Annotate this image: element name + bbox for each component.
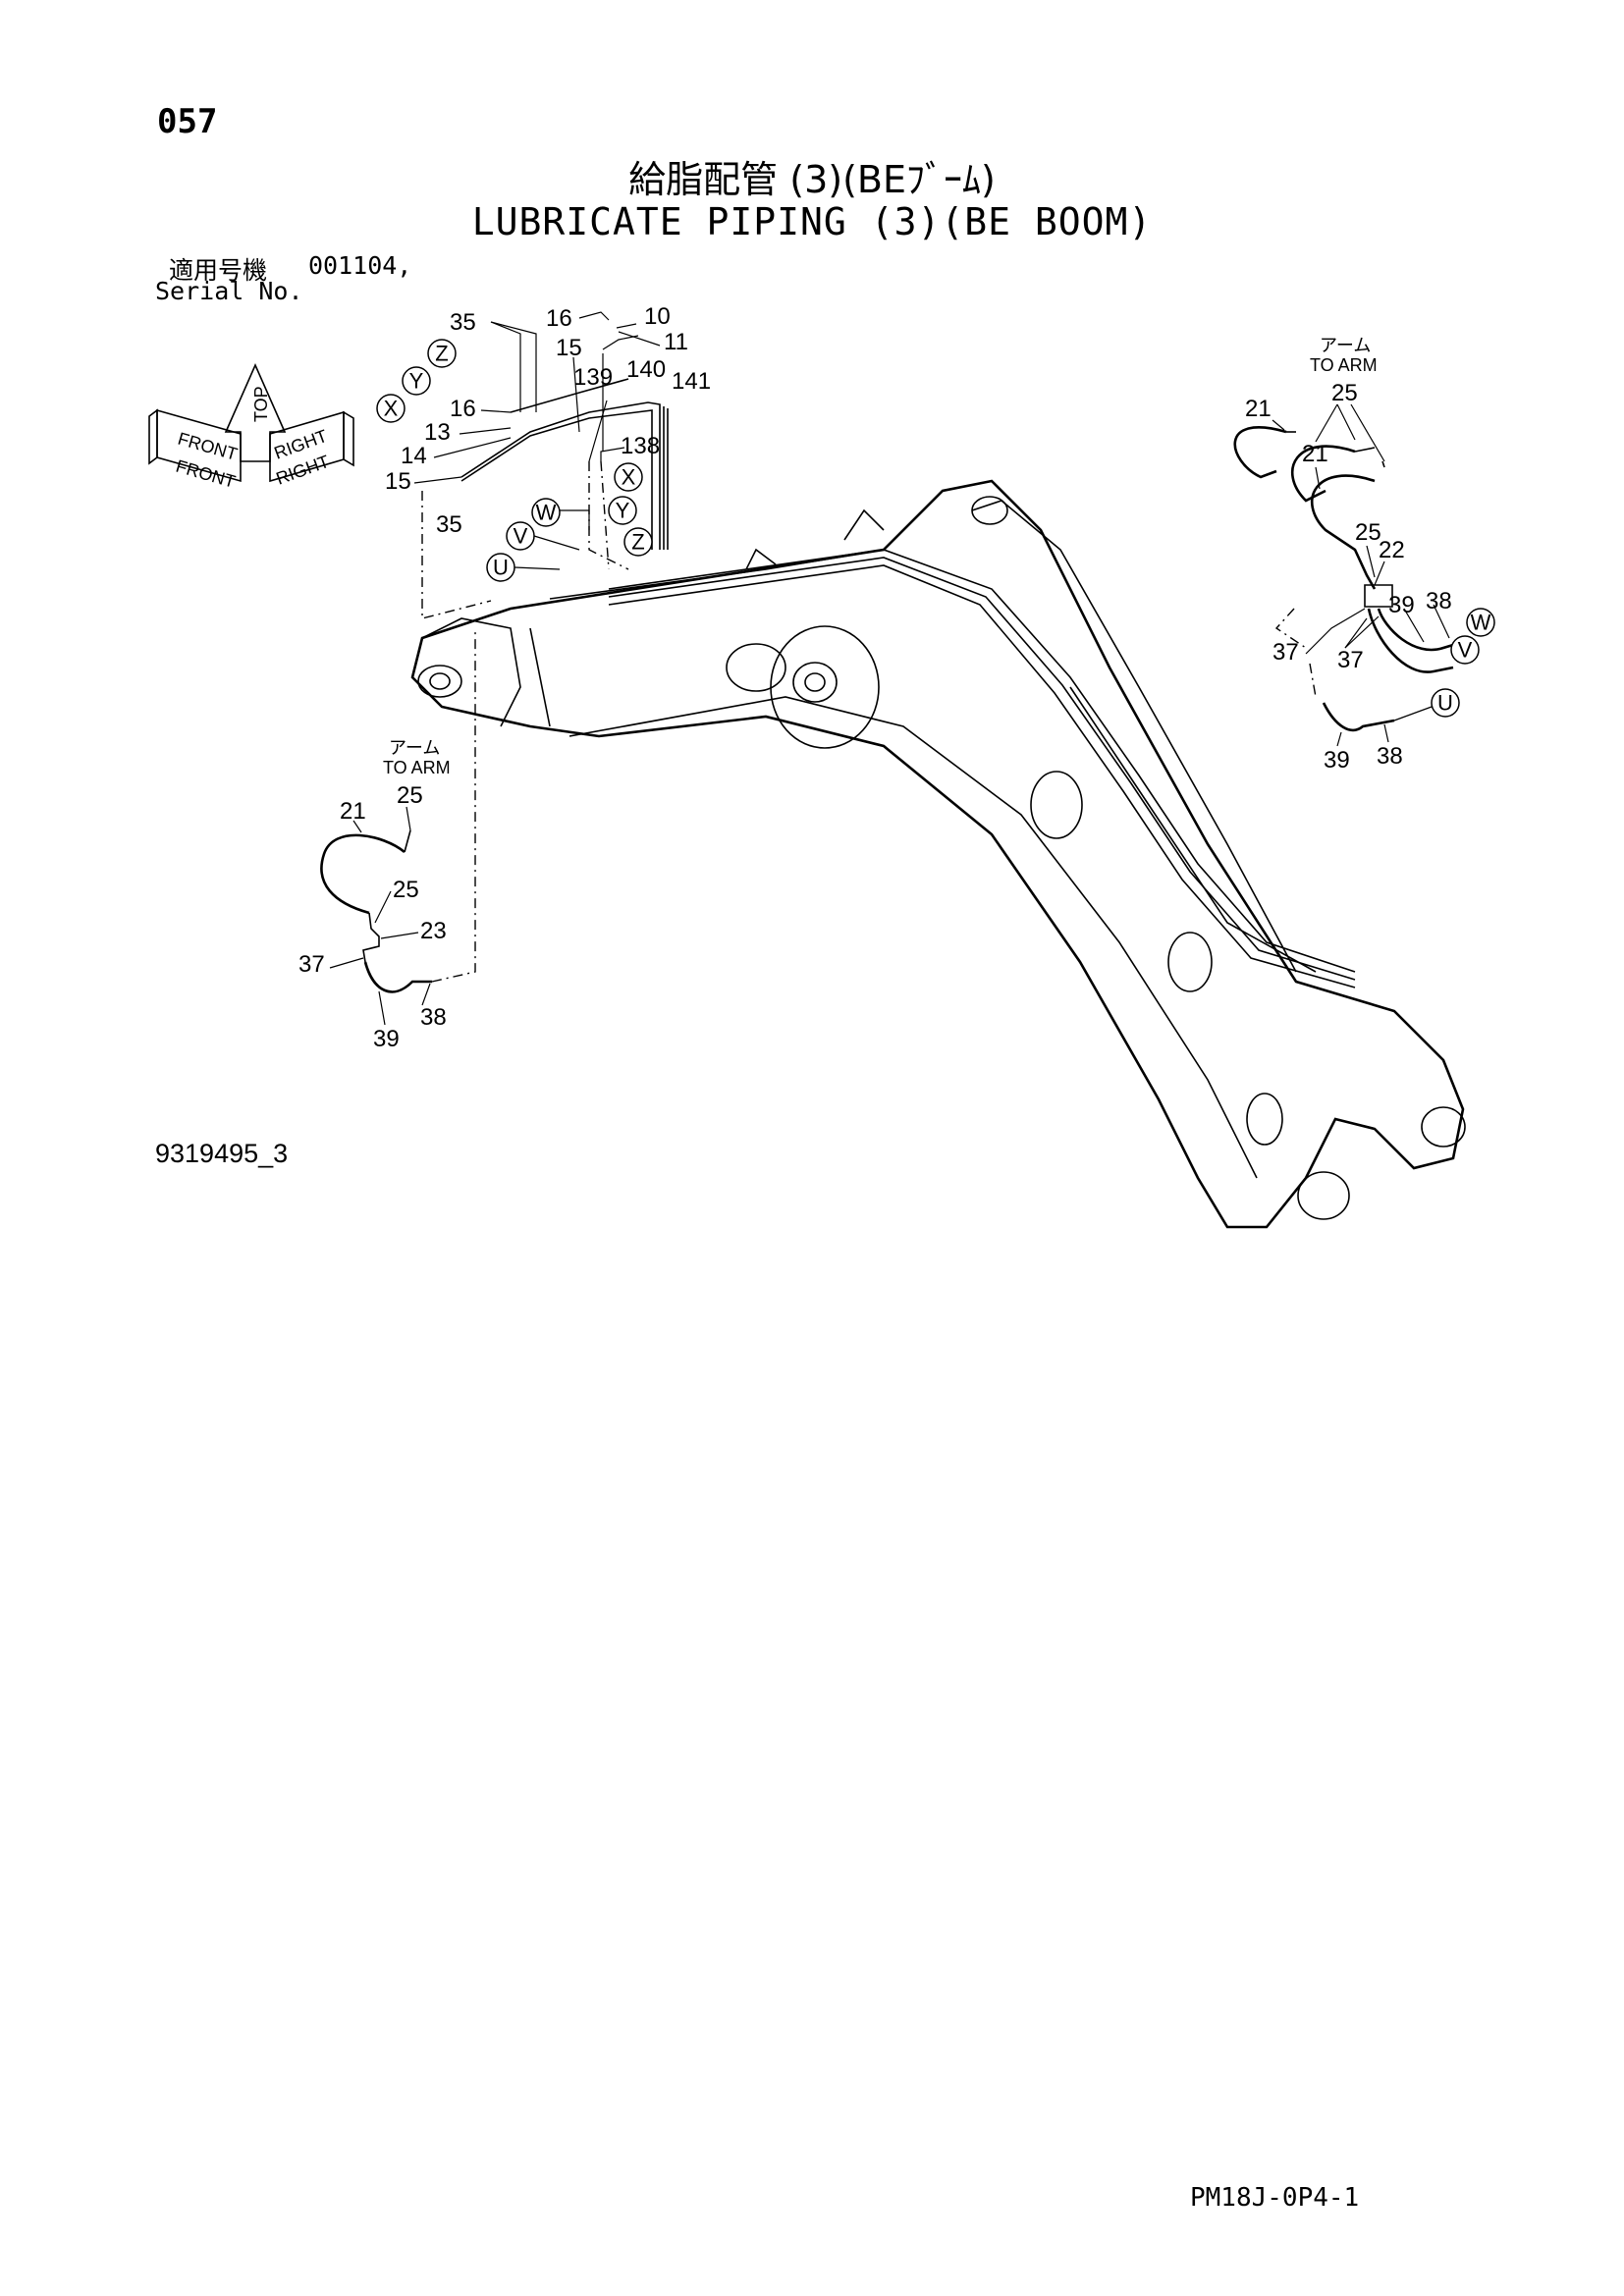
callout-label: 39 <box>1324 747 1350 774</box>
callout-label: 21 <box>1245 396 1272 422</box>
to-arm-english: TO ARM <box>1310 355 1378 375</box>
callout-label: 35 <box>436 511 462 538</box>
callout-label: 25 <box>1331 380 1358 406</box>
circle-letter: V <box>514 524 528 549</box>
circle-letter: V <box>1458 638 1473 663</box>
boom-drawing <box>410 479 1466 1229</box>
orientation-top-label: TOP <box>251 386 271 422</box>
callout-label: 35 <box>450 309 476 336</box>
callout-label: 21 <box>1302 441 1328 467</box>
sheet-code: PM18J-0P4-1 <box>1190 2183 1360 2213</box>
right-callout-cluster: アーム TO ARM 21 25 21 25 22 39 38 37 37 39… <box>1233 336 1464 774</box>
lube-piping-run <box>608 549 1356 988</box>
to-arm-english: TO ARM <box>383 758 451 777</box>
callout-label: 16 <box>546 305 572 332</box>
callout-label: 25 <box>397 782 423 809</box>
circle-letter: X <box>384 397 399 421</box>
callout-label: 23 <box>420 918 447 944</box>
callout-label: 38 <box>1377 743 1403 770</box>
circle-letter: W <box>1471 611 1491 635</box>
callout-label: 141 <box>672 368 711 395</box>
orientation-icon: TOP FRONT FRONT RIGHT RIGHT <box>148 363 354 492</box>
circle-letters-right: W V U <box>1393 608 1495 721</box>
to-arm-japanese: アーム <box>389 738 440 758</box>
callout-label: 15 <box>385 468 411 495</box>
top-callout-cluster: 35 16 10 15 11 139 140 141 16 13 14 15 1… <box>385 303 711 619</box>
callout-label: 38 <box>420 1004 447 1031</box>
circle-letter: Z <box>435 342 448 366</box>
callout-label: 14 <box>401 443 427 469</box>
circle-letter: Z <box>631 530 644 555</box>
drawing-number: 9319495_3 <box>155 1139 289 1168</box>
circle-letters-top: X Y Z <box>376 339 457 423</box>
title-english: LUBRICATE PIPING (3)(BE BOOM) <box>471 200 1153 243</box>
circle-letters-mid: X W Y V Z U <box>486 462 653 582</box>
page-number: 057 <box>157 102 218 141</box>
circle-letter: U <box>1437 691 1453 716</box>
callout-label: 21 <box>340 798 366 825</box>
callout-label: 37 <box>1272 639 1299 666</box>
circle-letter: Y <box>409 369 424 394</box>
serial-value: 001104, <box>308 251 412 280</box>
callout-label: 139 <box>573 364 613 391</box>
callout-label: 37 <box>298 951 325 978</box>
title-japanese: 給脂配管 (3)(BEﾌﾞｰﾑ) <box>628 158 996 201</box>
circle-letter: Y <box>616 499 630 523</box>
callout-label: 138 <box>621 433 660 459</box>
callout-label: 15 <box>556 335 582 361</box>
callout-label: 11 <box>664 329 688 355</box>
callout-label: 10 <box>644 303 671 330</box>
serial-label-japanese: 適用号機 <box>169 256 268 285</box>
callout-label: 16 <box>450 396 476 422</box>
callout-label: 37 <box>1337 647 1364 673</box>
callout-label: 140 <box>626 356 666 383</box>
left-callout-cluster: アーム TO ARM 21 25 25 23 37 38 39 <box>298 628 476 1052</box>
circle-letter: W <box>536 501 557 525</box>
callout-label: 22 <box>1379 537 1405 563</box>
callout-label: 25 <box>393 877 419 903</box>
circle-letter: U <box>493 556 509 580</box>
serial-label-english: Serial No. <box>155 277 303 305</box>
callout-label: 13 <box>424 419 451 446</box>
callout-label: 39 <box>373 1026 400 1052</box>
circle-letter: X <box>622 465 636 490</box>
callout-label: 38 <box>1426 588 1452 614</box>
to-arm-japanese: アーム <box>1320 336 1371 355</box>
callout-label: 25 <box>1355 519 1381 546</box>
